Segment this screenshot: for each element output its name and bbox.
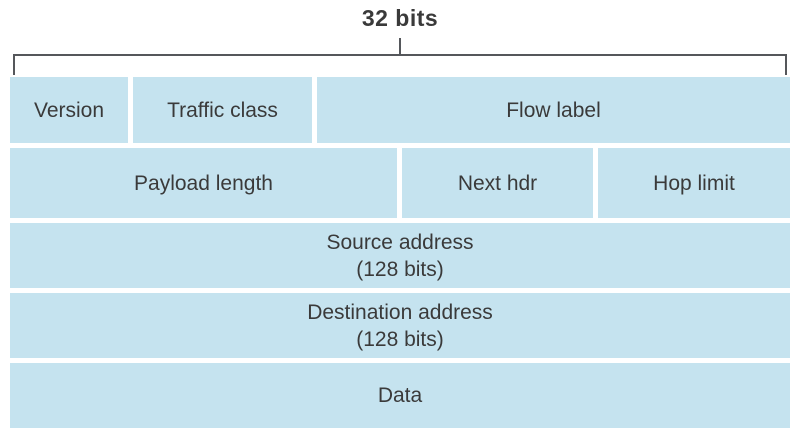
- field-payload-length: Payload length: [10, 148, 397, 218]
- field-version: Version: [10, 77, 128, 143]
- field-label: Version: [33, 98, 105, 122]
- field-data: Data: [10, 363, 790, 428]
- width-bracket: [13, 38, 787, 75]
- field-next-hdr: Next hdr: [402, 148, 593, 218]
- field-source-address: Source address (128 bits): [10, 223, 790, 288]
- field-destination-address: Destination address (128 bits): [10, 293, 790, 358]
- table-row: Data: [10, 363, 790, 428]
- table-row: Source address (128 bits): [10, 223, 790, 288]
- field-label: Flow label: [506, 98, 601, 122]
- field-flow-label: Flow label: [317, 77, 790, 143]
- field-sublabel: (128 bits): [356, 327, 444, 351]
- table-row: Version Traffic class Flow label: [10, 77, 790, 143]
- table-row: Payload length Next hdr Hop limit: [10, 148, 790, 218]
- table-row: Destination address (128 bits): [10, 293, 790, 358]
- field-label: Next hdr: [457, 171, 538, 195]
- bracket-center-tick: [399, 38, 401, 54]
- field-label: Data: [377, 384, 423, 407]
- field-sublabel: (128 bits): [356, 257, 444, 281]
- field-traffic-class: Traffic class: [133, 77, 312, 143]
- header-fields-table: Version Traffic class Flow label Payload…: [10, 77, 790, 428]
- field-hop-limit: Hop limit: [598, 148, 790, 218]
- field-label: Payload length: [134, 171, 273, 195]
- field-label: Hop limit: [653, 171, 735, 195]
- bit-width-label: 32 bits: [361, 5, 439, 31]
- field-label: Destination address: [307, 300, 493, 324]
- field-label: Traffic class: [167, 98, 278, 122]
- field-label: Source address: [326, 230, 474, 254]
